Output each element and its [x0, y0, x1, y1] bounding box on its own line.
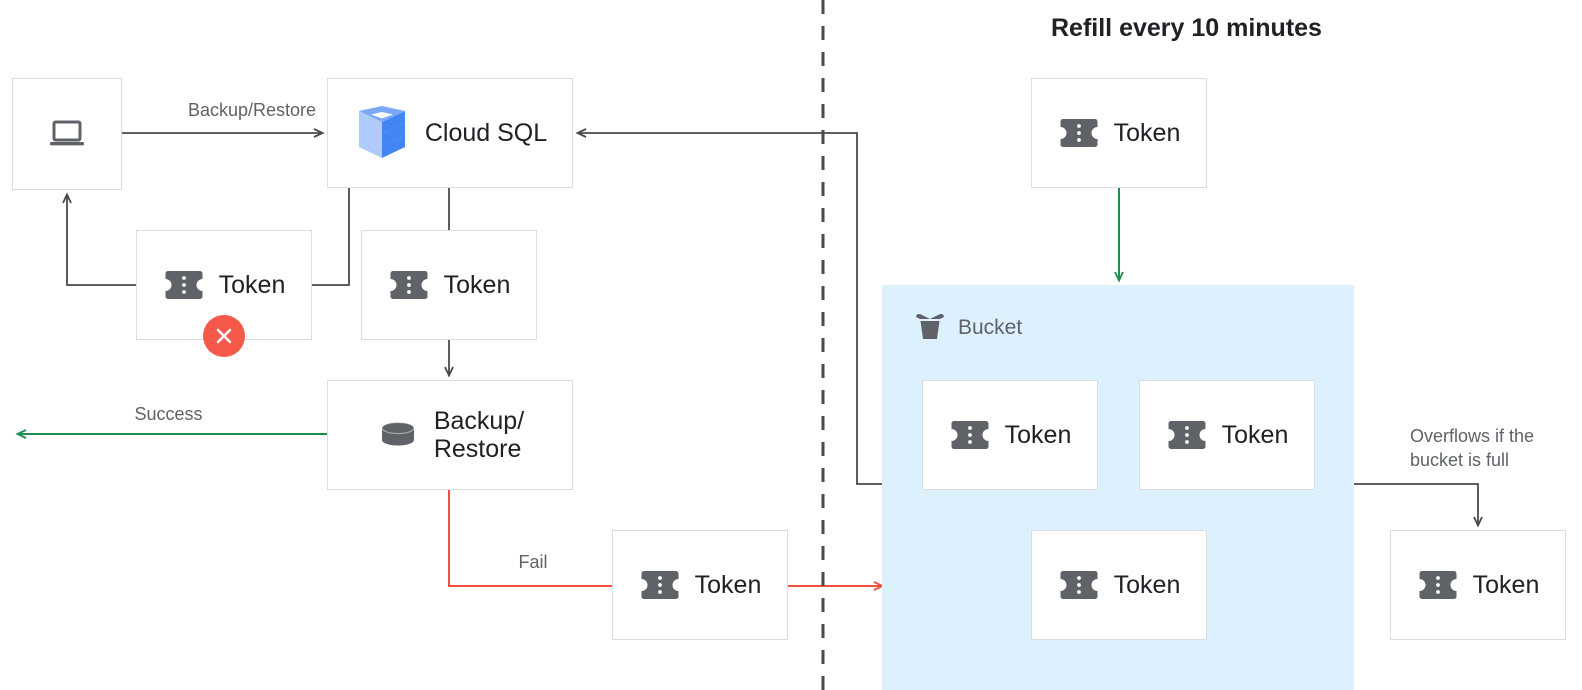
token-icon — [949, 416, 991, 454]
token-icon — [1166, 416, 1208, 454]
node-cloud-sql[interactable]: Cloud SQL — [327, 78, 573, 188]
node-label: Token — [1113, 571, 1181, 599]
node-token-fail[interactable]: Token — [612, 530, 788, 640]
node-token-bucket-1[interactable]: Token — [922, 380, 1098, 490]
bucket-header: Bucket — [913, 312, 1022, 344]
node-label: Token — [1472, 571, 1540, 599]
node-token-bucket-3[interactable]: Token — [1031, 530, 1207, 640]
token-icon — [1417, 566, 1459, 604]
token-icon — [163, 266, 205, 304]
node-label: Token — [1221, 421, 1289, 449]
node-backup-restore[interactable]: Backup/ Restore — [327, 380, 573, 490]
node-label: Cloud SQL — [424, 119, 548, 147]
error-x-icon — [203, 315, 245, 357]
token-icon — [1058, 566, 1100, 604]
node-label: Token — [443, 271, 511, 299]
node-label: Token — [1004, 421, 1072, 449]
cloud-sql-icon — [353, 102, 411, 164]
edge-label-success: Success — [134, 404, 203, 424]
token-icon — [1058, 114, 1100, 152]
database-icon — [376, 418, 420, 452]
laptop-icon — [48, 118, 86, 150]
edge-label-fail: Fail — [518, 552, 548, 572]
edge-token-failed-to-client — [62, 192, 136, 286]
page-title: Refill every 10 minutes — [1051, 14, 1322, 42]
node-label: Token — [694, 571, 762, 599]
node-client[interactable] — [12, 78, 122, 190]
edge-label-backup-restore: Backup/Restore — [187, 100, 317, 120]
node-label: Token — [218, 271, 286, 299]
edge-cloudsql-to-token-failed — [312, 188, 350, 286]
token-icon — [639, 566, 681, 604]
node-label: Token — [1113, 119, 1181, 147]
edge-label-overflow: Overflows if the bucket is full — [1410, 426, 1535, 471]
node-token-refill[interactable]: Token — [1031, 78, 1207, 188]
edge-bucket-to-cloudsql — [575, 128, 882, 485]
node-token-bucket-2[interactable]: Token — [1139, 380, 1315, 490]
edge-bucket-overflow — [1354, 483, 1483, 528]
bucket-icon — [913, 312, 947, 344]
token-icon — [388, 266, 430, 304]
node-label: Backup/ Restore — [433, 407, 525, 463]
node-token-overflow[interactable]: Token — [1390, 530, 1566, 640]
node-token-request[interactable]: Token — [361, 230, 537, 340]
bucket-label: Bucket — [958, 316, 1023, 339]
